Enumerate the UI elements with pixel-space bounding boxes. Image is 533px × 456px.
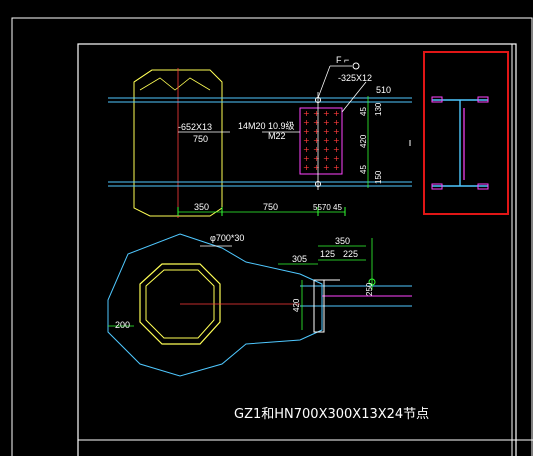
highlight-box [423,51,509,215]
splice-plate [299,107,343,175]
bolt-mark: + [333,136,340,145]
inner-frame [77,43,517,456]
plate-left-label: -652X13 [178,122,212,132]
section-top-stiffener-2 [477,96,489,103]
dim-420-b: 420 [292,298,301,312]
bolt-mark: + [313,136,320,145]
outer-frame [11,17,533,456]
bolt-mark: + [333,109,340,118]
dim-45-a: 45 [359,107,368,116]
bolt-mark: + [303,127,310,136]
weld-leader [317,65,331,99]
section-view [423,51,509,215]
bolt-mark: + [333,154,340,163]
plate-leader [341,81,367,113]
dim-150: 150 [374,170,383,184]
bolt-mark: + [303,163,310,172]
bolt-mark: + [323,136,330,145]
dim-350-b: 350 [335,236,350,246]
dim-750-b: 750 [263,202,278,212]
dim-350-a: 350 [194,202,209,212]
section-top-stiffener [431,96,443,103]
stiffener-ring-outline [107,233,323,377]
weld-symbol-text: F ⌐ [336,55,349,65]
bolt-mark: + [303,118,310,127]
bolt-mark: + [303,154,310,163]
dim-200: 200 [115,320,130,330]
section-bottom-stiffener [431,183,443,190]
bolt-mark: + [313,163,320,172]
bolt-mark: + [313,154,320,163]
bolt-mark: + [323,118,330,127]
bolt-mark: + [303,145,310,154]
plan-splice-plate [313,279,325,333]
column-inner-line [133,69,153,83]
bolt-mark: + [323,163,330,172]
pipe-inner [145,269,215,339]
dim-45-b: 45 [359,165,368,174]
bolt-mark: + [313,145,320,154]
weld-symbol-icon [352,62,360,70]
dim-125: 125 [320,249,335,259]
bolt-mark: + [333,127,340,136]
bolt-mark: + [313,127,320,136]
bolt-mark: + [323,127,330,136]
dim-510: 510 [376,85,391,95]
bolt-mark: + [323,145,330,154]
drawing-title: GZ1和HN700X300X13X24节点 [234,407,429,422]
bolt-label: 14M20 10.9级 [238,120,295,131]
bolt-group: ++++++++++++++++++++++++++++ [303,109,340,172]
dims-small: 5570 45 [313,203,342,212]
dim-750-a: 750 [193,134,208,144]
bolt-mark: + [313,118,320,127]
bolt-sub-label: M22 [268,131,286,141]
bolt-mark: + [333,145,340,154]
bolt-mark: + [333,118,340,127]
bolt-mark: + [303,109,310,118]
plan-view: φ700*30 350 305 125 225 420 250 200 [107,233,412,377]
dim-250: 250 [365,282,374,296]
section-bottom-stiffener-2 [477,183,489,190]
column-zigzag [139,77,211,91]
plate-top-label: -325X12 [338,73,372,83]
bolt-mark: + [333,163,340,172]
pipe-label: φ700*30 [210,233,244,243]
elevation-view: ++++++++++++++++++++++++++++ F ⌐ -325X12… [108,55,412,218]
joint-marker-bottom [315,181,321,187]
dim-225: 225 [343,249,358,259]
dim-130: 130 [374,102,383,116]
dim-420-a: 420 [359,134,368,148]
bolt-mark: + [313,109,320,118]
bolt-mark: + [323,154,330,163]
dim-305: 305 [292,254,307,264]
pipe-outer [139,263,221,345]
bolt-mark: + [303,136,310,145]
bolt-mark: + [323,109,330,118]
